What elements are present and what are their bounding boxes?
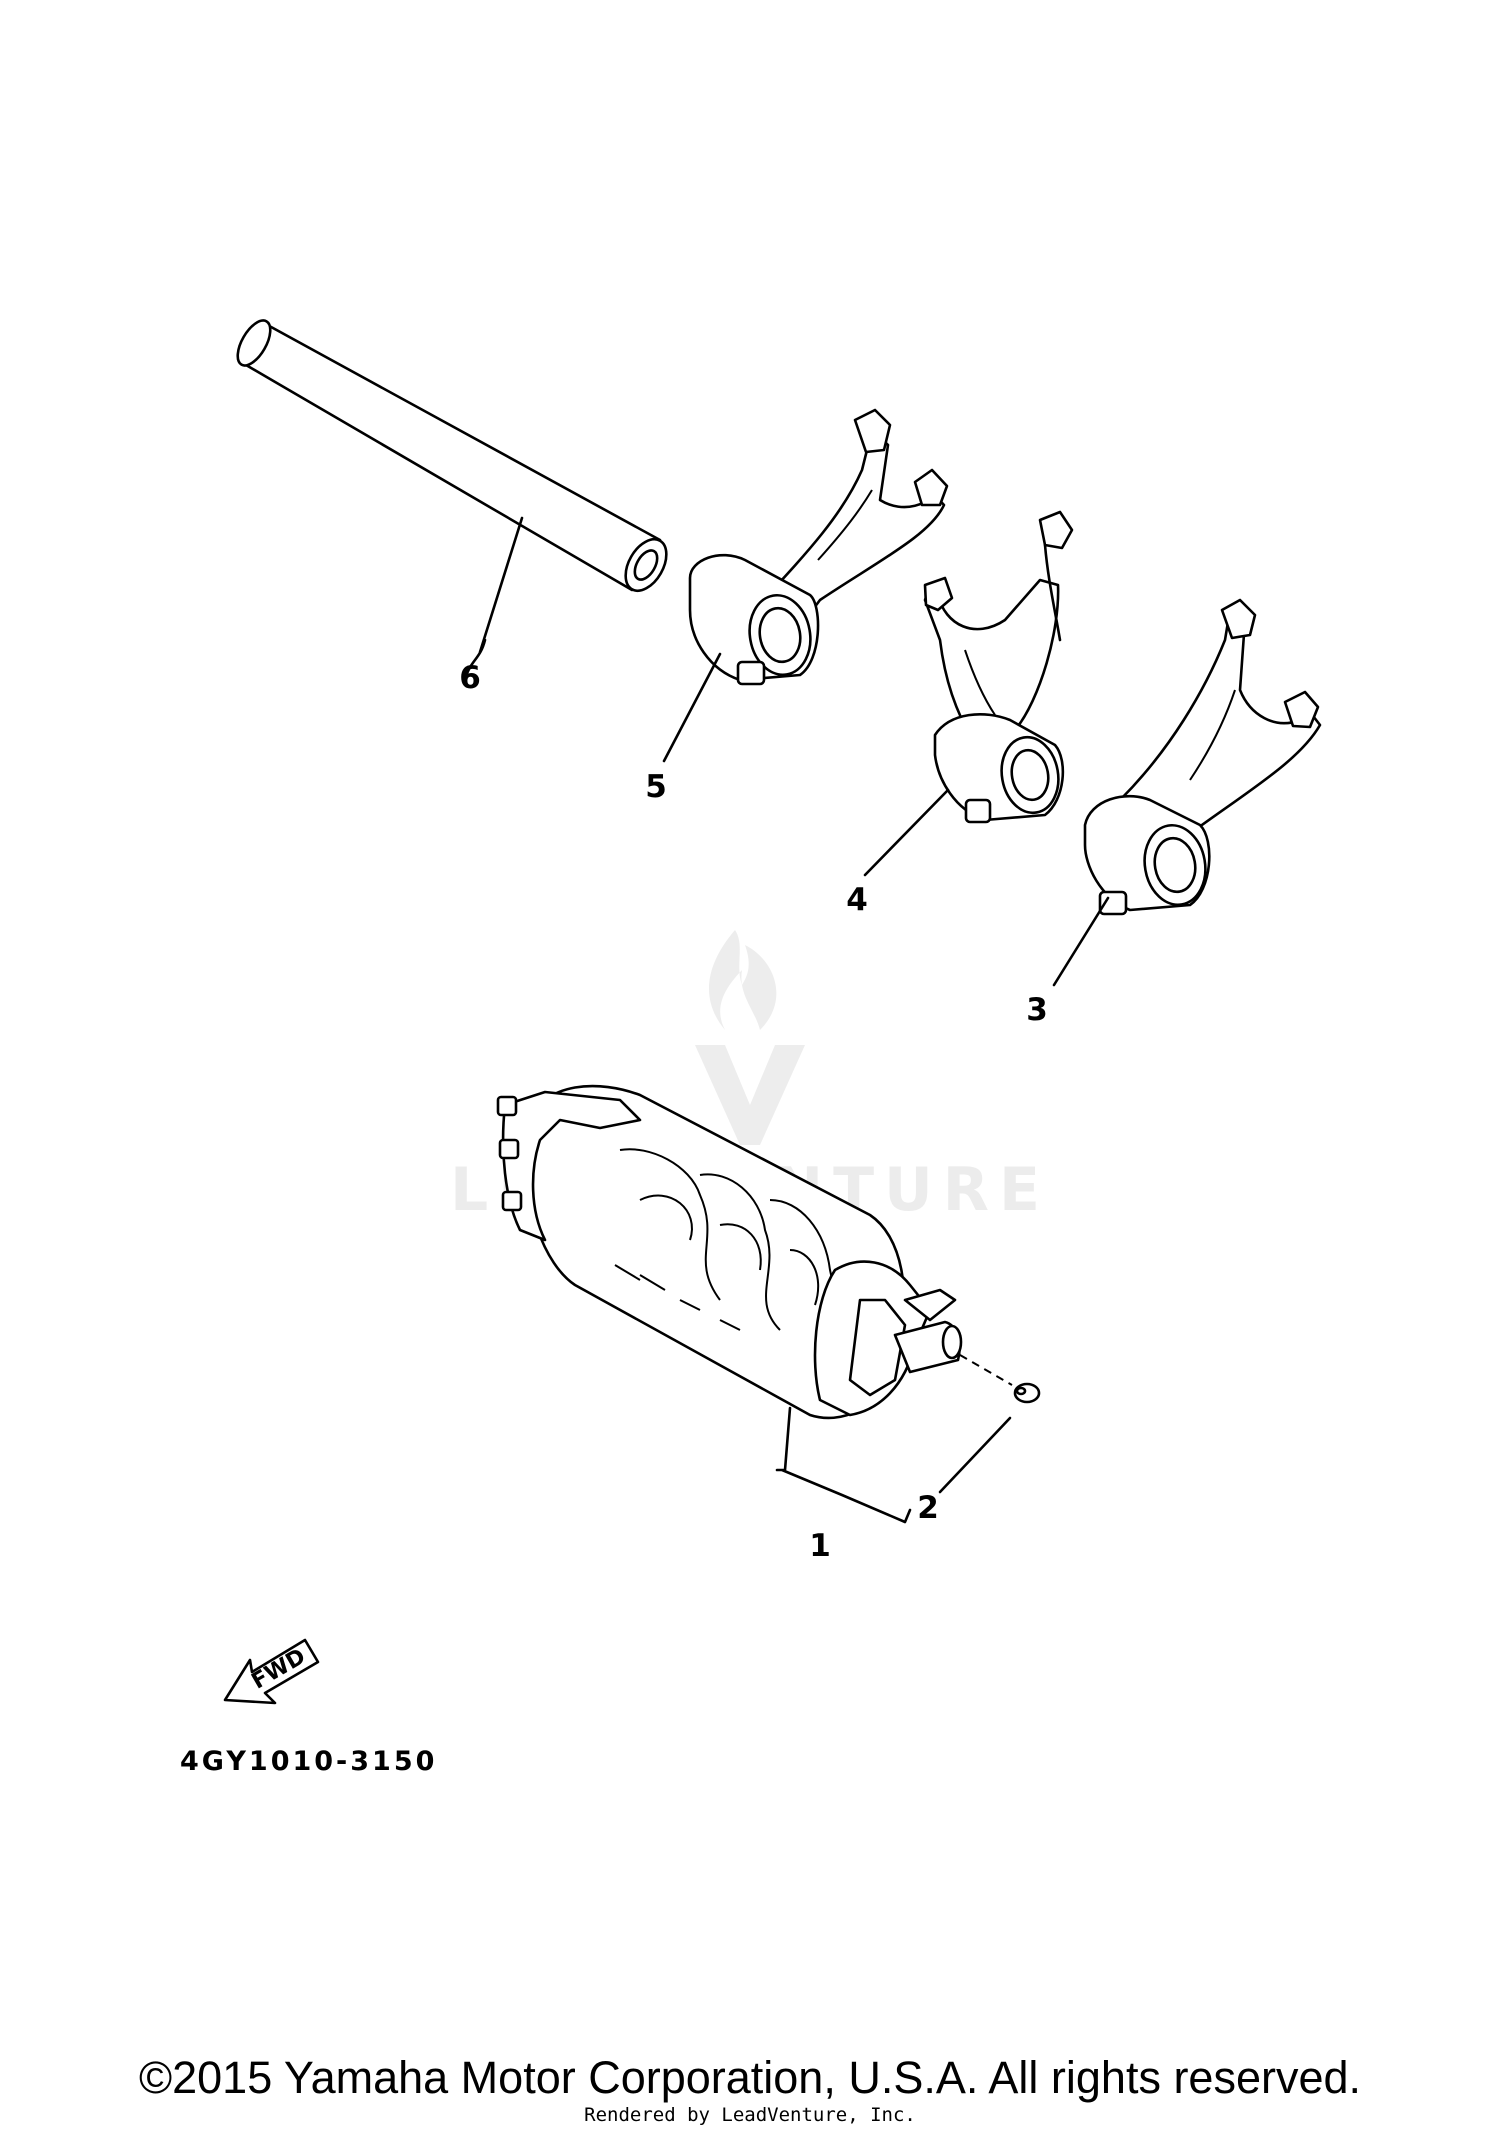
callout-5: 5: [645, 769, 667, 805]
callout-1: 1: [809, 1528, 831, 1564]
shift-fork-3-icon: [1083, 598, 1322, 916]
part-code: 4GY1010-3150: [180, 1746, 437, 1777]
shift-fork-4-icon: [923, 510, 1074, 824]
rendered-by-text: Rendered by LeadVenture, Inc.: [584, 2104, 916, 2126]
shift-fork-guide-bar-icon: [236, 319, 668, 592]
callout-3: 3: [1026, 992, 1048, 1028]
ball-icon: [959, 1354, 1041, 1404]
callout-2: 2: [917, 1490, 939, 1526]
callouts: 6 5 4 3 2 1: [459, 660, 1048, 1564]
shift-fork-5-icon: [688, 408, 949, 686]
copyright-text: ©2015 Yamaha Motor Corporation, U.S.A. A…: [138, 2052, 1362, 2103]
fwd-label: FWD: [248, 1644, 310, 1694]
watermark-flame-icon: [708, 930, 777, 1030]
watermark-v-icon: [695, 1045, 805, 1145]
leader-lines: [463, 516, 1110, 1524]
shift-drum-icon: [496, 1084, 963, 1420]
callout-4: 4: [846, 882, 868, 918]
callout-6: 6: [459, 660, 481, 696]
fwd-arrow-icon: FWD: [223, 1638, 320, 1705]
